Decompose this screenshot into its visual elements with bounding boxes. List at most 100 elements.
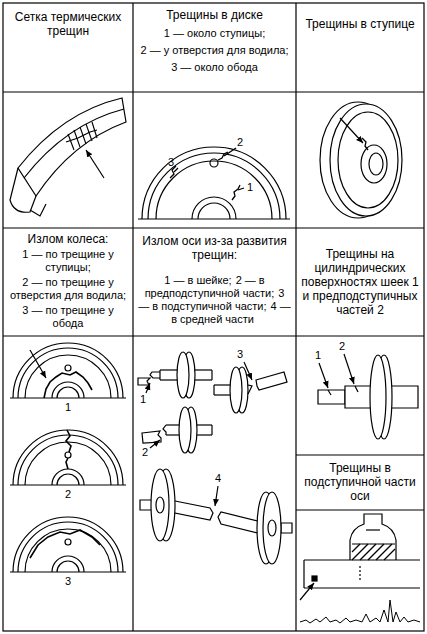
- broken-wheel-part: [13, 430, 123, 485]
- wheel-perspective-part: [361, 145, 387, 183]
- hub-section: [300, 514, 420, 600]
- axle-journal-part: [355, 386, 358, 392]
- broken-wheel-part: [57, 387, 79, 398]
- axle-fragment: [138, 352, 212, 398]
- broken-wheel-part: [57, 474, 79, 485]
- cell-item: 1 — в шейке;: [164, 274, 231, 286]
- broken-wheel-part: [18, 522, 118, 572]
- broken-wheel: [10, 517, 126, 572]
- disc-cracks-part: [218, 152, 228, 160]
- axle-fragment-part: [230, 367, 242, 413]
- table-grid-part: [3, 3, 424, 631]
- cell-heading: Сетка термических трещин: [8, 10, 128, 38]
- wheelset-part: [170, 500, 213, 520]
- wheel-disc-part: [142, 147, 286, 219]
- table-grid-part: [295, 3, 296, 631]
- broken-wheel-part: [25, 442, 111, 485]
- rim-fragment-part: [24, 109, 124, 178]
- broken-wheel-part: [10, 484, 126, 485]
- axle-fragment: [214, 362, 287, 413]
- axle-fragment-part: [159, 370, 160, 380]
- callout-number: 2: [335, 340, 349, 353]
- broken-wheel-part: [18, 348, 118, 398]
- callout-number: 2: [138, 446, 152, 459]
- broken-wheel-part: [44, 372, 92, 398]
- cell-item: 1 — по трещине у ступицы;: [6, 248, 130, 274]
- wheelset-part: [156, 497, 164, 513]
- axle-fragment-part: [177, 352, 189, 398]
- wheel-disc: [138, 147, 290, 219]
- cell-heading: Трещины в подступичной части оси: [300, 461, 420, 503]
- callout-number: 1: [243, 181, 257, 194]
- thermal-cracks-part: [68, 134, 74, 150]
- axle-journal-part: [319, 363, 328, 388]
- hub-section-part: [368, 544, 384, 560]
- axle-journal-part: [370, 355, 386, 439]
- wheelset-part: [218, 512, 262, 534]
- wheel-disc-part: [138, 218, 290, 219]
- hub-section-part: [312, 576, 317, 581]
- callout-number: 3: [164, 156, 178, 169]
- axle-fragment-part: [150, 440, 160, 448]
- hub-crack-part: [362, 138, 368, 150]
- broken-wheel-part: [65, 539, 71, 545]
- axle-fragment-part: [138, 378, 150, 385]
- signal-trace: [300, 600, 420, 623]
- axle-fragment: [142, 407, 212, 453]
- axle-fragment-part: [211, 425, 212, 435]
- disc-cracks-part: [232, 185, 240, 200]
- rim-fragment-part: [10, 168, 36, 212]
- hub-section-part: [352, 544, 368, 560]
- axle-journal-part: [318, 390, 345, 404]
- thermal-cracks-part: [66, 130, 97, 142]
- callout-number: 4: [211, 472, 225, 485]
- broken-wheel-part: [30, 530, 100, 558]
- table-grid-part: [296, 509, 424, 510]
- wheelset: [140, 469, 292, 564]
- hub-section-part: [350, 514, 396, 560]
- hub-section-part: [366, 529, 380, 530]
- callout-number: 1: [311, 349, 325, 362]
- axle-fragment-part: [146, 383, 150, 393]
- broken-wheel-part: [13, 517, 123, 572]
- callout-number: 1: [61, 401, 75, 414]
- wheel-perspective-part: [330, 104, 402, 216]
- axle-fragment-part: [211, 370, 212, 380]
- broken-wheel-part: [10, 571, 126, 572]
- axle-fragment-part: [163, 425, 166, 435]
- broken-wheel-part: [65, 365, 71, 371]
- broken-wheel-part: [65, 452, 71, 458]
- cell-item: 1 — около ступицы;: [136, 27, 293, 40]
- cell-item: 3 — около обода: [136, 61, 293, 74]
- broken-wheel-part: [25, 529, 111, 572]
- hub-section-part: [300, 583, 314, 600]
- signal-trace-part: [300, 600, 420, 623]
- cell-heading: Трещины на цилиндрических поверхностях ш…: [300, 247, 420, 317]
- callout-number: 1: [136, 393, 150, 406]
- cell-text-group: 1 — в шейке;2 — в предподступичной части…: [138, 274, 291, 326]
- cell-heading: Трещины в диске: [136, 8, 293, 22]
- wheel-disc-part: [156, 161, 272, 219]
- axle-fragment-part: [244, 362, 252, 380]
- axle-fragment-part: [214, 394, 232, 395]
- wheelset-part: [281, 523, 292, 533]
- cell-heading: Излом оси из-за развития трещин:: [138, 234, 291, 262]
- disc-cracks-part: [174, 168, 178, 172]
- table-grid-part: [3, 227, 424, 228]
- cell-item: 2 — у отверстия для водила;: [136, 44, 293, 57]
- rim-fragment-part: [30, 204, 46, 216]
- rim-fragment-part: [18, 98, 126, 196]
- wheel-perspective-part: [369, 153, 383, 175]
- hub-crack: [362, 138, 368, 150]
- cell-heading: Излом колеса:: [6, 232, 130, 246]
- wheelset-part: [215, 486, 218, 506]
- axle-fragment-part: [179, 407, 191, 453]
- wheel-disc-part: [198, 203, 230, 219]
- hub-section-part: [376, 544, 392, 560]
- disc-cracks-part: [224, 148, 236, 156]
- hub-section-part: [384, 549, 395, 560]
- callout-number: 2: [233, 136, 247, 149]
- wheelset-part: [263, 492, 281, 564]
- wheel-disc-part: [148, 153, 280, 219]
